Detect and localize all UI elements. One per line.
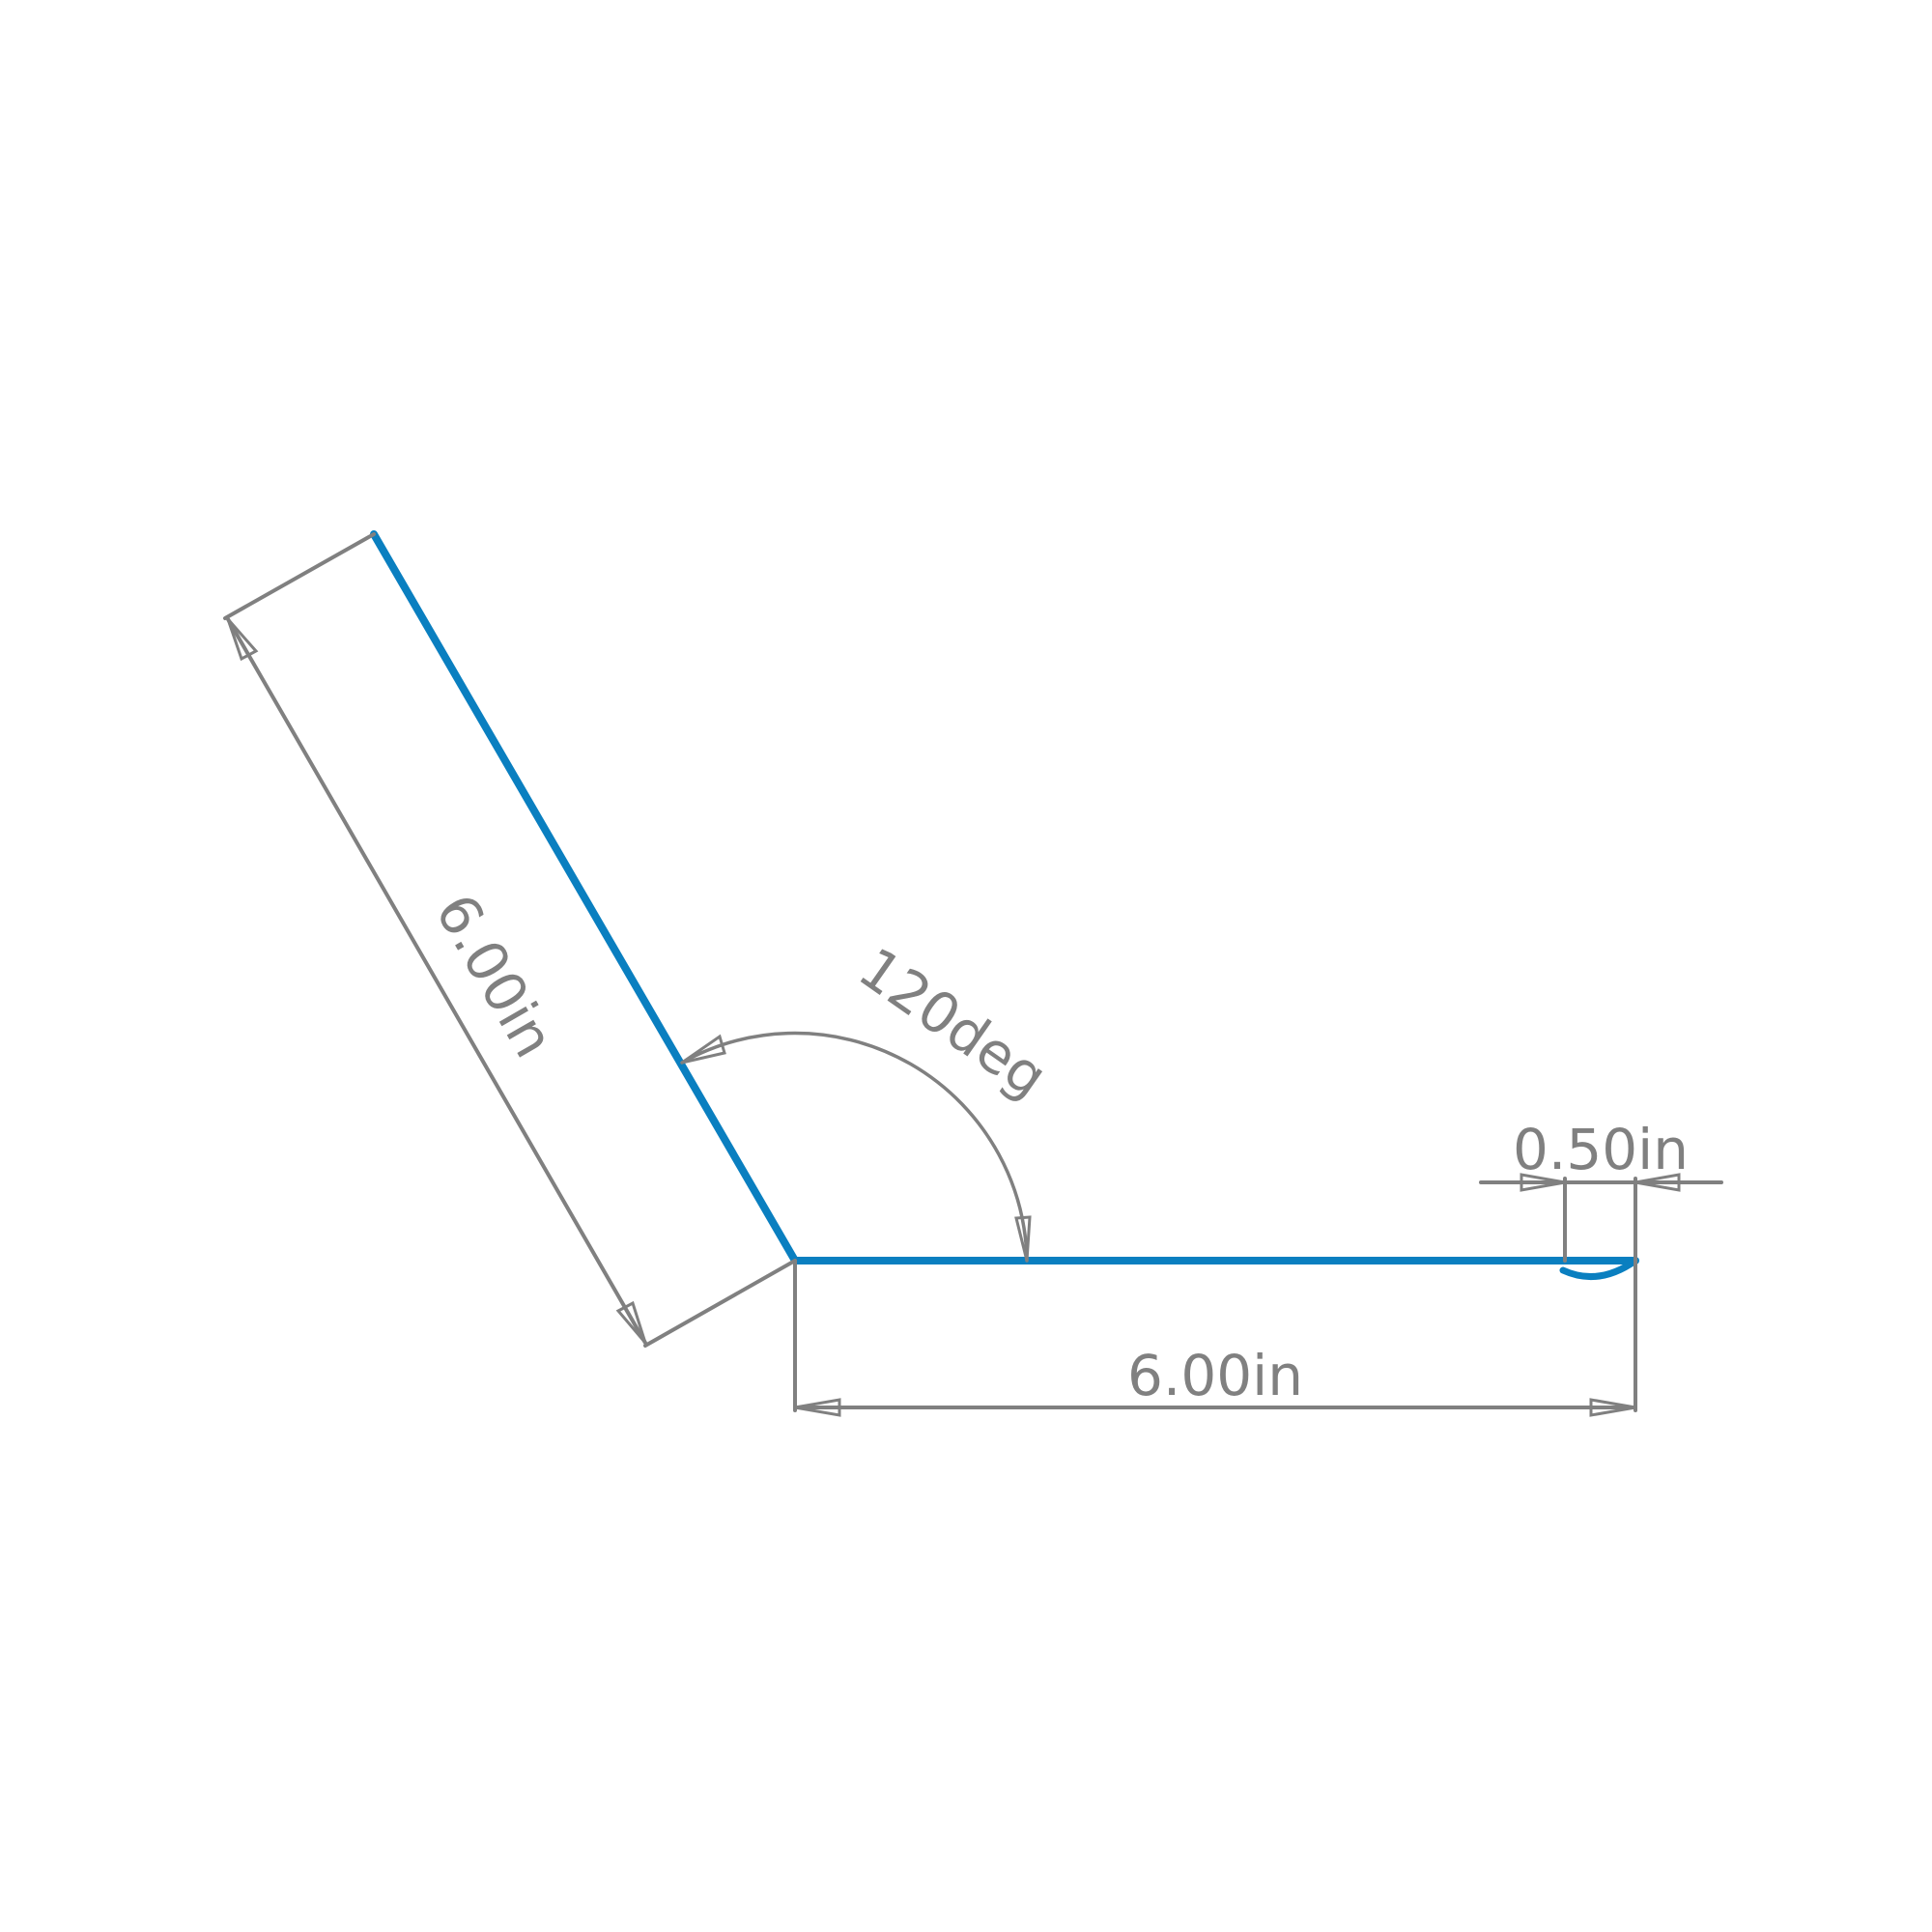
arrow-base-end — [1014, 1215, 1032, 1262]
arrow-top — [226, 618, 259, 662]
angle-arc — [680, 1031, 1029, 1263]
extension-line-bottom — [643, 1259, 797, 1348]
arrow-bottom — [615, 1300, 647, 1344]
arrow-right — [1589, 1398, 1636, 1417]
slanted-length-dimension: 6.00in — [223, 532, 797, 1348]
arrow-left — [794, 1398, 841, 1417]
dimension-line — [226, 617, 647, 1345]
hem-curve — [1559, 1257, 1639, 1281]
arrow-right — [1634, 1173, 1681, 1192]
dimension-label: 0.50in — [1513, 1117, 1689, 1182]
arrow-slanted-end — [681, 1034, 726, 1065]
angle-dimension: 120deg — [680, 935, 1059, 1263]
dimension-label: 6.00in — [422, 883, 567, 1068]
angle-label: 120deg — [847, 935, 1059, 1111]
extension-line-top — [223, 532, 376, 620]
bottom-length-dimension: 6.00in — [793, 1259, 1637, 1417]
arrow-left — [1520, 1173, 1566, 1192]
hem-dimension: 0.50in — [1479, 1117, 1723, 1263]
part-profile — [370, 530, 1639, 1281]
slanted-flange — [370, 530, 799, 1264]
dimension-label: 6.00in — [1127, 1343, 1303, 1408]
